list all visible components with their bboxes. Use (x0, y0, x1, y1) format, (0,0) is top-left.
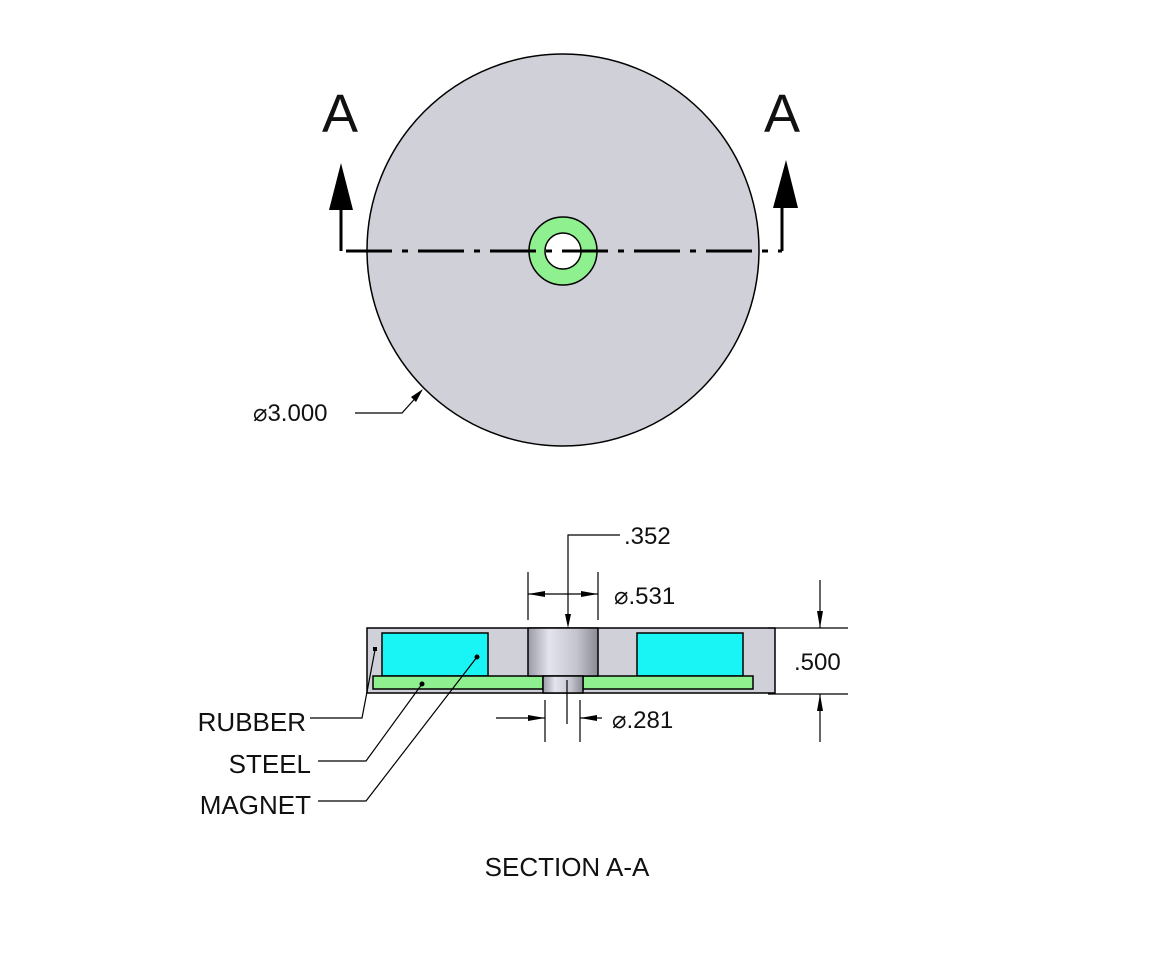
depth-leader (567, 534, 620, 620)
section-title: SECTION A-A (485, 852, 650, 882)
diameter-leader-arrow-icon (411, 389, 423, 402)
section-marker-right: A (764, 84, 800, 144)
diameter-leader (355, 392, 421, 414)
section-view: .352 ⌀.531 ⌀.281 .500 RUBBER STEEL (198, 523, 848, 882)
magnet-left (381, 632, 489, 677)
dim-arrow-icon (817, 611, 823, 628)
steel-plate-right (582, 675, 754, 690)
section-arrow-right-icon (773, 160, 798, 208)
rubber-leader (310, 649, 376, 719)
dim-arrow-icon (817, 694, 823, 711)
diameter-callout: ⌀3.000 (253, 400, 328, 427)
magnet-leader (318, 656, 478, 802)
dim-arrow-icon (528, 591, 545, 597)
counterbore-diameter: ⌀.531 (614, 583, 675, 610)
material-label-magnet: MAGNET (200, 790, 311, 820)
through-hole (542, 675, 584, 694)
top-view: A A ⌀3.000 (253, 53, 800, 447)
counterbore-depth: .352 (624, 523, 671, 550)
dim-arrow-icon (580, 715, 597, 721)
dim-arrow-icon (528, 715, 545, 721)
counterbore (527, 627, 599, 677)
magnet-right (636, 632, 744, 677)
steel-leader (318, 683, 423, 762)
depth-arrow-icon (565, 614, 571, 628)
section-marker-left: A (322, 84, 358, 144)
through-hole-diameter: ⌀.281 (612, 707, 673, 734)
overall-height: .500 (794, 649, 841, 676)
rubber-leader-dot (373, 647, 377, 651)
dim-arrow-icon (581, 591, 598, 597)
section-arrow-left-icon (329, 163, 353, 210)
material-label-rubber: RUBBER (198, 707, 306, 737)
material-label-steel: STEEL (229, 749, 311, 779)
